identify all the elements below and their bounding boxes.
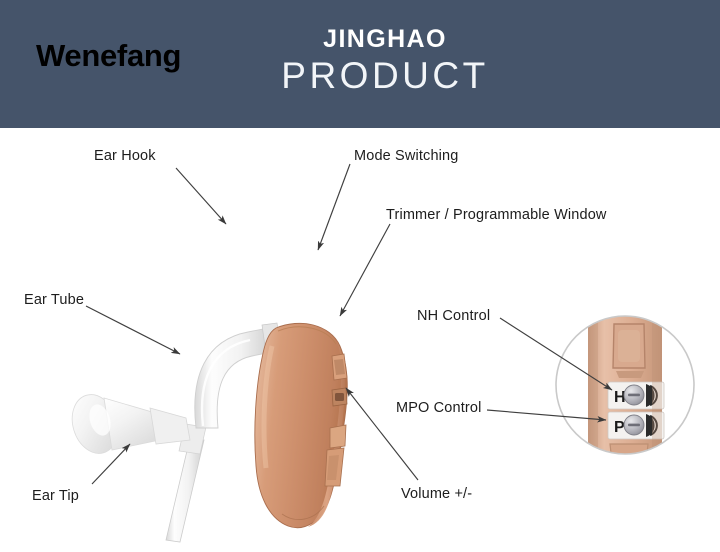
label-nh-control: NH Control [417, 308, 491, 324]
label-ear-tube: Ear Tube [24, 292, 85, 308]
ear-tip-part [71, 394, 191, 454]
label-ear-hook: Ear Hook [94, 148, 156, 164]
leader-nh [499, 317, 613, 391]
label-ear-tip: Ear Tip [32, 488, 79, 504]
title-product: PRODUCT [281, 54, 489, 96]
leader-ear-hook [175, 167, 227, 225]
brand-name-left: Wenefang [36, 38, 182, 73]
title-jinghao: JINGHAO [323, 25, 447, 53]
magnifier-detail: H P [555, 315, 695, 455]
leader-trimmer [339, 223, 391, 317]
trimmer-window [331, 387, 348, 407]
label-trimmer-programmable-window: Trimmer / Programmable Window [386, 207, 607, 223]
product-title-block: JINGHAO PRODUCT [255, 25, 515, 97]
magnified-nh-trimmer: H [607, 381, 665, 410]
leader-mode [317, 163, 351, 251]
hearing-aid-shell [254, 322, 348, 528]
label-volume: Volume +/- [401, 486, 473, 502]
volume-rocker-button [324, 424, 347, 487]
magnifier-ring [555, 315, 695, 455]
leader-lines [85, 163, 613, 485]
page-header: Wenefang JINGHAO PRODUCT [0, 0, 720, 128]
leader-mpo [486, 409, 607, 423]
label-mode-switching: Mode Switching [354, 148, 459, 164]
nh-trimmer-letter: H [614, 389, 626, 406]
mpo-trimmer-letter: P [614, 419, 625, 436]
leader-ear-tube [85, 305, 181, 355]
magnified-mpo-trimmer: P [607, 411, 665, 440]
mode-switch-button [331, 353, 348, 381]
ear-hook-highlight [200, 338, 251, 427]
label-mpo-control: MPO Control [396, 400, 482, 416]
leader-ear-tip [91, 443, 131, 485]
product-diagram: H P [0, 128, 720, 552]
leader-volume [345, 387, 419, 481]
diagram-illustration: H P [71, 163, 695, 543]
